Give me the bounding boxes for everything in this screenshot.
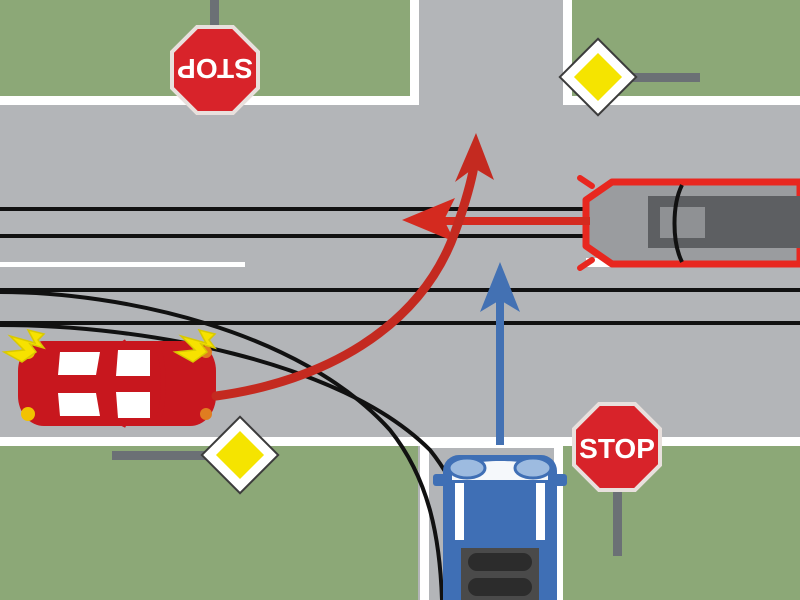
turn-indicator-flash — [1, 328, 217, 363]
stop-sign-front-view: STOP — [572, 402, 662, 556]
tram-door-seam — [672, 184, 684, 263]
red-car-window — [58, 393, 100, 416]
stop-sign-label: STOP — [177, 53, 253, 84]
red-car-window — [116, 392, 150, 418]
priority-road-sign-bottom-left — [112, 415, 280, 495]
blue-car-path-arrow — [480, 262, 520, 445]
stop-line — [424, 437, 559, 448]
red-car-window — [58, 352, 100, 375]
blue-car — [433, 455, 567, 600]
sign-post — [625, 73, 700, 82]
blue-car-mirror — [553, 474, 567, 486]
red-car — [1, 328, 217, 428]
sign-post — [210, 0, 219, 48]
blue-car-mirror — [433, 474, 447, 486]
blue-car-side-window — [455, 483, 464, 543]
tram-path-arrow — [402, 198, 590, 242]
tram-tracks-lower — [0, 288, 800, 325]
priority-road-sign-top-right — [558, 37, 700, 117]
stop-sign-label: STOP — [579, 433, 655, 464]
tram — [577, 175, 800, 271]
stop-sign-rear-view: STOP — [170, 0, 260, 115]
tram-window — [660, 207, 705, 238]
red-car-path-arrow — [211, 133, 494, 401]
blue-car-side-window — [536, 483, 545, 543]
red-car-window — [116, 350, 150, 376]
sign-post — [112, 451, 227, 460]
sign-post — [613, 470, 622, 556]
grass-bottom-left — [0, 443, 418, 600]
